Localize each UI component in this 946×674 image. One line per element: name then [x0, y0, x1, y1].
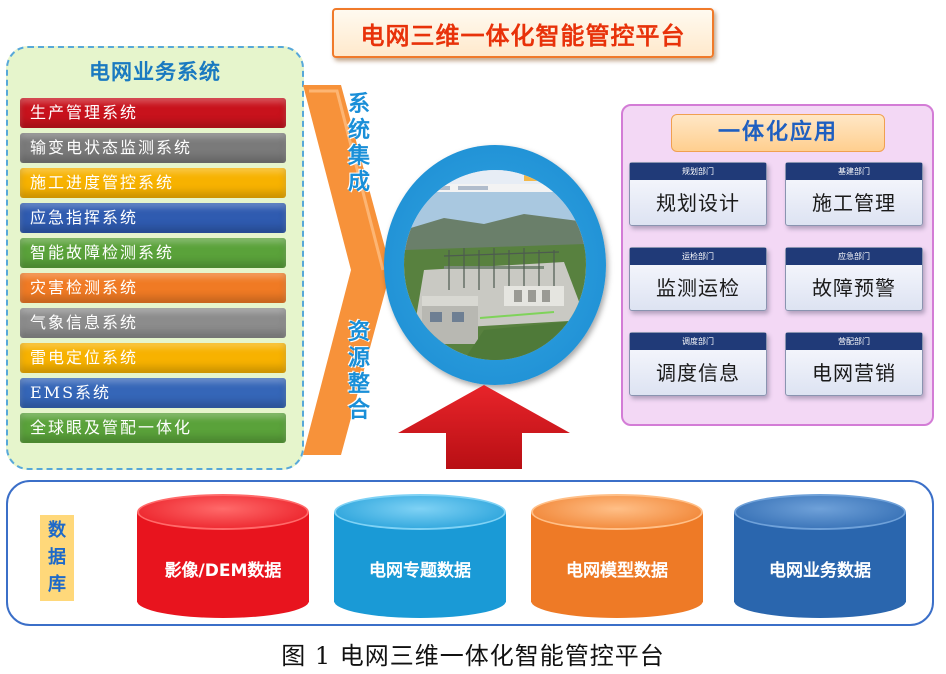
cylinder-label: 电网业务数据 [769, 561, 871, 581]
system-item: 雷电定位系统 [20, 343, 286, 373]
app-card-header: 规划部门 [630, 163, 766, 180]
app-card-label: 施工管理 [812, 191, 896, 215]
cylinder-top [531, 494, 703, 530]
app-card-header: 营配部门 [786, 333, 922, 350]
figure-caption: 图 1 电网三维一体化智能管控平台 [281, 642, 665, 670]
cylinder-label: 影像/DEM数据 [164, 561, 282, 581]
title-banner: 电网三维一体化智能管控平台 [332, 8, 714, 58]
app-card-fault-warning: 应急部门 故障预警 [785, 247, 923, 311]
app-card-header: 基建部门 [786, 163, 922, 180]
cylinder-grid-business: 电网业务数据 [734, 494, 906, 618]
cylinder-grid-thematic: 电网专题数据 [334, 494, 506, 618]
system-item: 智能故障检测系统 [20, 238, 286, 268]
integration-label: 系统集成 [347, 92, 370, 195]
app-card-label: 电网营销 [812, 361, 896, 385]
cylinder-label: 电网模型数据 [566, 561, 668, 581]
business-systems-panel: 电网业务系统 生产管理系统 输变电状态监测系统 施工进度管控系统 应急指挥系统 … [6, 46, 304, 470]
cylinder-grid-model: 电网模型数据 [531, 494, 703, 618]
cylinder-top [734, 494, 906, 530]
platform-3d-view [404, 170, 586, 360]
data-flow-arrow-shape [398, 385, 570, 469]
system-item: 输变电状态监测系统 [20, 133, 286, 163]
app-card-monitoring: 运检部门 监测运检 [629, 247, 767, 311]
system-item: EMS系统 [20, 378, 286, 408]
page-title: 电网三维一体化智能管控平台 [360, 21, 686, 50]
app-card-label: 调度信息 [656, 361, 740, 385]
app-card-label: 故障预警 [812, 276, 896, 300]
app-card-dispatch: 调度部门 调度信息 [629, 332, 767, 396]
cylinder-top [137, 494, 309, 530]
integrated-apps-panel: 一体化应用 规划部门 规划设计 基建部门 施工管理 运检部门 监测运检 应急部门… [621, 104, 934, 426]
database-label: 数据库 [40, 515, 74, 601]
substation-3d-image [404, 170, 586, 360]
app-card-planning: 规划部门 规划设计 [629, 162, 767, 226]
app-card-header: 调度部门 [630, 333, 766, 350]
resource-label: 资源整合 [347, 320, 370, 423]
app-card-marketing: 营配部门 电网营销 [785, 332, 923, 396]
system-item: 施工进度管控系统 [20, 168, 286, 198]
integration-arrow [303, 85, 391, 455]
system-item: 气象信息系统 [20, 308, 286, 338]
cylinder-label: 电网专题数据 [369, 561, 471, 581]
app-card-label: 规划设计 [656, 191, 740, 215]
app-card-label: 监测运检 [656, 276, 740, 300]
cylinder-top [334, 494, 506, 530]
business-systems-title: 电网业务系统 [89, 60, 221, 84]
integration-arrow-shape [303, 85, 391, 455]
database-label-text: 数据库 [48, 520, 66, 595]
app-card-header: 应急部门 [786, 248, 922, 265]
system-item: 生产管理系统 [20, 98, 286, 128]
system-item: 全球眼及管配一体化 [20, 413, 286, 443]
cylinder-imagery-dem: 影像/DEM数据 [137, 494, 309, 618]
system-item: 灾害检测系统 [20, 273, 286, 303]
integrated-apps-title: 一体化应用 [671, 114, 885, 152]
app-card-construction: 基建部门 施工管理 [785, 162, 923, 226]
app-card-header: 运检部门 [630, 248, 766, 265]
data-flow-arrow [398, 385, 570, 469]
system-item: 应急指挥系统 [20, 203, 286, 233]
